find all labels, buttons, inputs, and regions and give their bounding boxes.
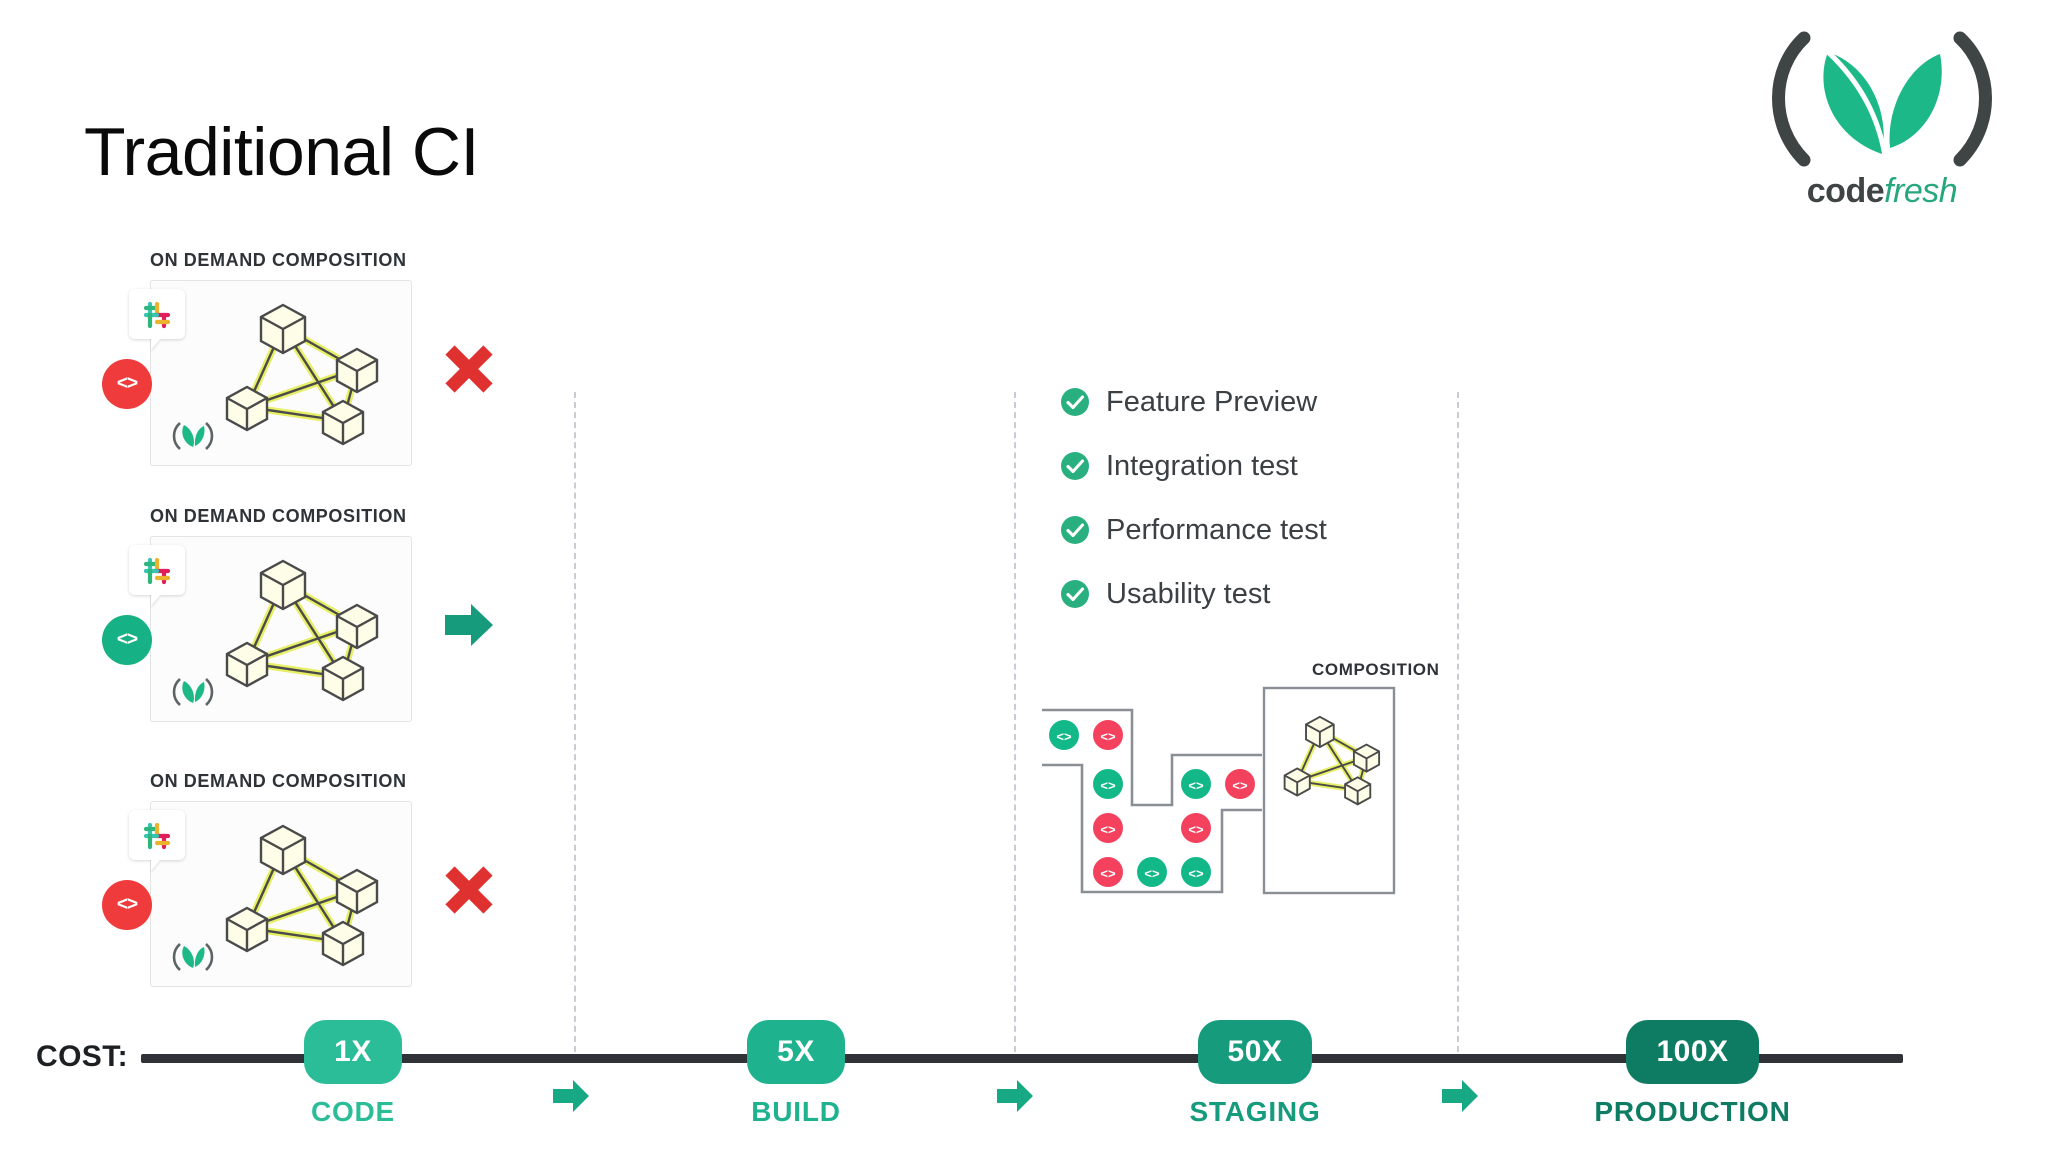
stage-name: STAGING xyxy=(1189,1096,1321,1127)
timeline-stage-code[interactable]: 1X CODE xyxy=(278,1020,428,1128)
stage-cost-pill: 5X xyxy=(747,1020,845,1084)
timeline-rail xyxy=(141,1054,1903,1063)
stage-divider-staging-production xyxy=(1457,392,1459,1052)
card-body: <> xyxy=(102,536,493,722)
svg-text:<>: <> xyxy=(1100,822,1116,837)
card-body: <> xyxy=(102,280,493,466)
codefresh-mini-logo-icon xyxy=(172,943,214,971)
check-circle-icon xyxy=(1061,516,1089,544)
card-body: <> xyxy=(102,801,493,987)
code-status-circle: <> xyxy=(102,615,152,665)
green-arrow-icon xyxy=(1442,1080,1478,1112)
composition-caption: COMPOSITION xyxy=(1312,660,1440,679)
stage-cost-pill: 50X xyxy=(1197,1020,1313,1084)
staging-diagram-svg: <> <> <> <> <> <> <> <> <> <> xyxy=(1042,686,1396,895)
cube-network-graph-icon xyxy=(225,824,379,967)
service-dot: <> xyxy=(1181,769,1211,799)
svg-text:<>: <> xyxy=(1188,822,1204,837)
composition-card-1: ON DEMAND COMPOSITION <> xyxy=(102,250,580,466)
svg-text:<>: <> xyxy=(1144,866,1160,881)
slack-chat-bubble xyxy=(129,289,185,339)
stage-divider-code-build xyxy=(574,392,576,1052)
cube-network-graph-icon xyxy=(225,559,379,702)
code-status-circle: <> xyxy=(102,359,152,409)
cube-network-graph-icon xyxy=(225,303,379,446)
stage-divider-build-staging xyxy=(1014,392,1016,1052)
staging-composition-diagram: COMPOSITION <> <> <> <> <> <> <> <> <> <… xyxy=(1040,660,1440,920)
service-dot: <> xyxy=(1181,813,1211,843)
checklist-label: Feature Preview xyxy=(1106,385,1318,418)
codefresh-wordmark: codefresh xyxy=(1762,172,2002,211)
svg-text:<>: <> xyxy=(1100,729,1116,744)
checklist-label: Performance test xyxy=(1106,513,1327,546)
slack-icon xyxy=(143,301,171,329)
stage-name: BUILD xyxy=(751,1096,841,1127)
cost-timeline: COST: 1X CODE 5X BUILD 50X STAGING 100X … xyxy=(0,1020,2048,1152)
green-arrow-icon xyxy=(553,1080,589,1112)
green-arrow-icon xyxy=(997,1080,1033,1112)
svg-text:<>: <> xyxy=(1188,866,1204,881)
check-circle-icon xyxy=(1061,452,1089,480)
red-x-icon xyxy=(445,345,493,393)
codefresh-mini-logo-icon xyxy=(172,678,214,706)
check-circle-icon xyxy=(1061,580,1089,608)
codefresh-logo: codefresh xyxy=(1762,22,2002,222)
checklist-item: Performance test xyxy=(1060,498,1327,562)
composition-box xyxy=(1262,686,1396,895)
composition-card-2: ON DEMAND COMPOSITION <> xyxy=(102,506,580,722)
check-circle-icon xyxy=(1061,388,1089,416)
svg-text:<>: <> xyxy=(1056,729,1072,744)
service-dot-group: <> <> <> <> <> <> <> <> <> <> xyxy=(1049,720,1255,887)
red-x-icon xyxy=(445,866,493,914)
cube-network-graph-icon xyxy=(1283,715,1381,806)
slack-chat-bubble xyxy=(129,810,185,860)
codefresh-mini-logo-icon xyxy=(172,422,214,450)
checklist-label: Integration test xyxy=(1106,449,1298,482)
service-dot: <> xyxy=(1137,857,1167,887)
green-arrow-icon xyxy=(445,604,493,646)
service-boundary-outline xyxy=(1042,708,1262,894)
service-dot: <> xyxy=(1049,720,1079,750)
service-dot: <> xyxy=(1093,813,1123,843)
timeline-stage-build[interactable]: 5X BUILD xyxy=(716,1020,876,1128)
code-status-circle: <> xyxy=(102,880,152,930)
cost-label: COST: xyxy=(36,1040,128,1073)
checklist-label: Usability test xyxy=(1106,577,1271,610)
staging-checklist: Feature Preview Integration test Perform… xyxy=(1060,370,1327,626)
svg-text:<>: <> xyxy=(1232,778,1248,793)
card-caption: ON DEMAND COMPOSITION xyxy=(150,506,407,526)
service-dot: <> xyxy=(1093,769,1123,799)
svg-text:<>: <> xyxy=(1188,778,1204,793)
stage-name: CODE xyxy=(310,1096,396,1127)
wordmark-fresh: fresh xyxy=(1884,172,1958,210)
codefresh-leaf-logo-icon xyxy=(1772,31,1992,167)
stage-cost-pill: 100X xyxy=(1626,1020,1759,1084)
timeline-stage-production[interactable]: 100X PRODUCTION xyxy=(1565,1020,1820,1128)
stage-cost-pill: 1X xyxy=(304,1020,402,1084)
service-dot: <> xyxy=(1181,857,1211,887)
card-caption: ON DEMAND COMPOSITION xyxy=(150,250,407,270)
service-dot: <> xyxy=(1093,720,1123,750)
slack-chat-bubble xyxy=(129,545,185,595)
card-caption: ON DEMAND COMPOSITION xyxy=(150,771,407,791)
slack-icon xyxy=(143,557,171,585)
checklist-item: Feature Preview xyxy=(1060,370,1327,434)
service-dot: <> xyxy=(1225,769,1255,799)
composition-card-3: ON DEMAND COMPOSITION <> xyxy=(102,771,580,987)
page-title: Traditional CI xyxy=(84,114,479,190)
checklist-item: Usability test xyxy=(1060,562,1327,626)
slack-icon xyxy=(143,822,171,850)
service-dot: <> xyxy=(1093,857,1123,887)
svg-text:<>: <> xyxy=(1100,866,1116,881)
timeline-stage-staging[interactable]: 50X STAGING xyxy=(1155,1020,1355,1128)
checklist-item: Integration test xyxy=(1060,434,1327,498)
svg-text:<>: <> xyxy=(1100,778,1116,793)
wordmark-code: code xyxy=(1806,172,1885,210)
stage-name: PRODUCTION xyxy=(1594,1096,1791,1127)
